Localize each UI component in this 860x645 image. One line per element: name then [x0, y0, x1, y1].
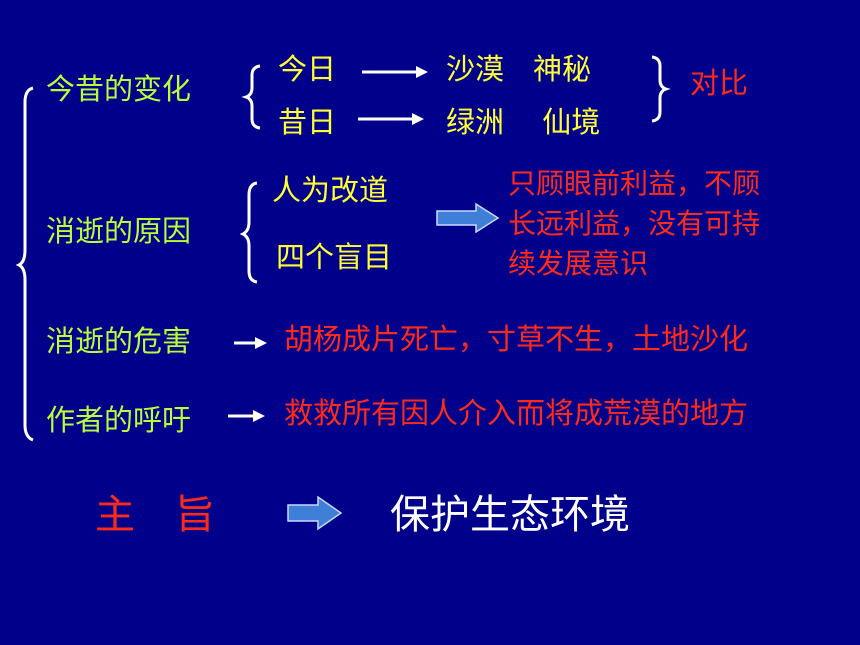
theme-label: 主 旨 — [95, 492, 215, 538]
today-result: 沙漠 神秘 — [446, 52, 592, 86]
contrast-brace — [651, 55, 671, 123]
harm-arrow — [234, 337, 267, 349]
changes-brace — [241, 64, 261, 130]
causes-result-line-2: 长远利益，没有可持 — [508, 207, 761, 240]
main-brace — [15, 86, 34, 442]
past-result: 绿洲 仙境 — [446, 105, 601, 139]
causes-result-line-1: 只顾眼前利益，不顾 — [508, 167, 761, 200]
causes-label: 消逝的原因 — [46, 214, 192, 248]
contrast-label: 对比 — [690, 66, 749, 100]
today-label: 今日 — [278, 52, 337, 86]
past-label: 昔日 — [278, 105, 337, 139]
appeal-text: 救救所有因人介入而将成荒漠的地方 — [284, 396, 749, 430]
harm-label: 消逝的危害 — [46, 324, 192, 358]
changes-label: 今昔的变化 — [46, 72, 192, 106]
past-arrow — [358, 113, 424, 125]
appeal-arrow — [228, 410, 265, 422]
cause-item-2: 四个盲目 — [276, 240, 393, 274]
causes-result-line-3: 续发展意识 — [508, 247, 649, 280]
today-arrow — [362, 66, 428, 78]
cause-item-1: 人为改道 — [272, 173, 389, 207]
harm-text: 胡杨成片死亡，寸草不生，土地沙化 — [284, 322, 749, 356]
appeal-label: 作者的呼吁 — [46, 403, 192, 437]
causes-block-arrow — [436, 202, 500, 234]
theme-block-arrow — [287, 495, 343, 531]
causes-brace — [239, 181, 258, 284]
theme-text: 保护生态环境 — [390, 492, 630, 538]
